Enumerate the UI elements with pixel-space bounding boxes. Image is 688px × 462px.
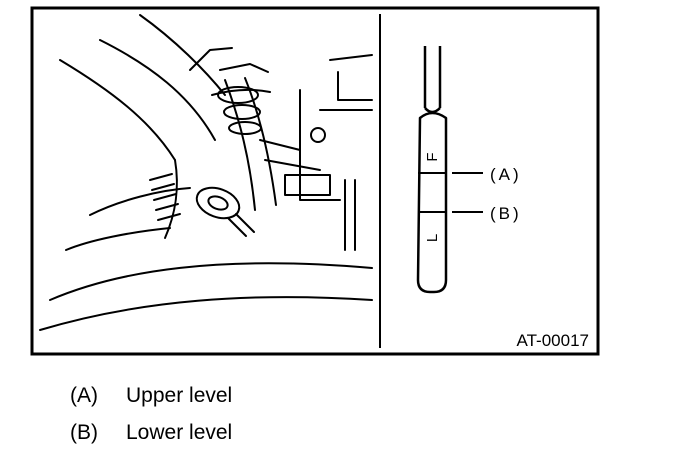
legend-row-lower-level: (B) Lower level: [70, 421, 232, 445]
dipstick: [416, 46, 448, 294]
figure-code: AT-00017: [517, 331, 589, 350]
gauge-mark-full: F: [424, 152, 441, 161]
callout-b-key: (B): [490, 204, 522, 223]
gauge-mark-low: L: [424, 234, 441, 242]
legend-key: (A): [70, 384, 98, 407]
legend-row-upper-level: (A) Upper level: [70, 384, 232, 408]
legend-key: (B): [70, 421, 98, 444]
callout-a-key: (A): [490, 165, 522, 184]
legend-label: Lower level: [126, 421, 233, 444]
engine-illustration: [39, 14, 373, 331]
figure-frame: [30, 6, 600, 356]
legend-label: Upper level: [126, 384, 233, 407]
gauge-marks: [418, 172, 483, 213]
